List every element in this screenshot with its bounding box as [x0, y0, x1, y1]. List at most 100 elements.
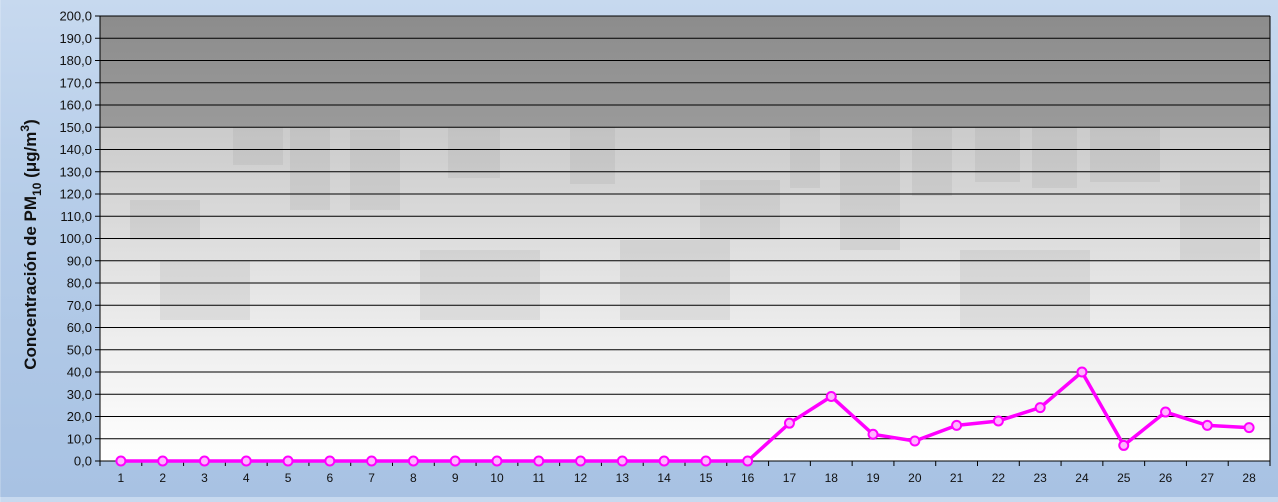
x-tick-label: 10: [490, 471, 504, 485]
x-tick-label: 26: [1159, 471, 1173, 485]
skyline-decoration: [960, 250, 1090, 330]
y-tick-label: 110,0: [60, 209, 92, 224]
y-tick-label: 160,0: [59, 98, 92, 113]
x-tick-label: 1: [118, 471, 125, 485]
y-tick-label: 0,0: [74, 454, 92, 469]
data-point: [240, 455, 252, 467]
skyline-decoration: [350, 130, 400, 210]
x-tick-label: 15: [699, 471, 713, 485]
x-tick-label: 4: [243, 471, 250, 485]
x-tick-label: 21: [950, 471, 964, 485]
data-point: [1076, 366, 1088, 378]
data-point: [1034, 402, 1046, 414]
x-tick-label: 9: [452, 471, 459, 485]
skyline-decoration: [840, 150, 900, 250]
y-tick-label: 70,0: [67, 298, 92, 313]
data-point: [157, 455, 169, 467]
skyline-decoration: [290, 120, 330, 210]
x-tick-label: 18: [825, 471, 839, 485]
data-point: [1243, 422, 1255, 434]
data-point: [700, 455, 712, 467]
y-tick-label: 10,0: [67, 431, 92, 446]
x-tick-label: 23: [1033, 471, 1047, 485]
data-point: [951, 419, 963, 431]
y-tick-label: 170,0: [59, 75, 92, 90]
y-tick-label: 100,0: [59, 231, 92, 246]
skyline-decoration: [620, 240, 730, 320]
threshold-band: [100, 16, 1270, 128]
skyline-decoration: [700, 180, 780, 240]
x-tick-label: 16: [741, 471, 755, 485]
x-tick-label: 22: [992, 471, 1006, 485]
y-axis-title-part: 10: [30, 182, 44, 196]
x-tick-label: 3: [201, 471, 208, 485]
x-tick-label: 7: [368, 471, 375, 485]
x-tick-label: 28: [1242, 471, 1256, 485]
x-tick-label: 5: [285, 471, 292, 485]
x-tick-label: 8: [410, 471, 417, 485]
x-tick-label: 6: [326, 471, 333, 485]
x-tick-label: 19: [866, 471, 880, 485]
x-tick-label: 14: [657, 471, 671, 485]
data-point: [825, 390, 837, 402]
data-point: [867, 428, 879, 440]
y-tick-label: 50,0: [67, 342, 92, 357]
data-point: [1201, 419, 1213, 431]
x-tick-label: 27: [1201, 471, 1215, 485]
data-point: [491, 455, 503, 467]
x-tick-label: 13: [616, 471, 630, 485]
skyline-decoration: [570, 124, 615, 184]
y-tick-label: 80,0: [67, 276, 92, 291]
y-tick-label: 90,0: [67, 253, 92, 268]
x-tick-label: 11: [533, 471, 546, 485]
y-axis-title: Concentración de PM10 (μg/m3): [18, 119, 44, 370]
data-point: [575, 455, 587, 467]
skyline-decoration: [420, 250, 540, 320]
data-point: [658, 455, 670, 467]
y-tick-label: 30,0: [67, 387, 92, 402]
skyline-decoration: [1032, 118, 1077, 188]
data-point: [198, 455, 210, 467]
x-tick-label: 2: [159, 471, 166, 485]
data-point: [909, 435, 921, 447]
x-tick-label: 25: [1117, 471, 1131, 485]
skyline-decoration: [1090, 122, 1160, 182]
data-point: [282, 455, 294, 467]
data-point: [115, 455, 127, 467]
data-point: [783, 417, 795, 429]
skyline-decoration: [130, 200, 200, 240]
data-point: [992, 415, 1004, 427]
data-point: [407, 455, 419, 467]
y-tick-label: 120,0: [59, 187, 92, 202]
y-axis-title-part: Concentración de PM: [21, 196, 40, 370]
data-point: [742, 455, 754, 467]
skyline-decoration: [160, 260, 250, 320]
data-point: [616, 455, 628, 467]
y-axis-title-part: 3: [18, 125, 32, 132]
y-tick-label: 200,0: [59, 9, 92, 24]
data-point: [1160, 406, 1172, 418]
y-tick-label: 150,0: [59, 120, 92, 135]
x-tick-label: 20: [908, 471, 922, 485]
y-tick-label: 20,0: [67, 409, 92, 424]
skyline-decoration: [912, 126, 952, 196]
y-tick-label: 60,0: [67, 320, 92, 335]
x-tick-label: 24: [1075, 471, 1089, 485]
data-point: [324, 455, 336, 467]
y-tick-label: 140,0: [59, 142, 92, 157]
y-tick-label: 180,0: [59, 53, 92, 68]
y-tick-label: 40,0: [67, 365, 92, 380]
y-tick-label: 130,0: [59, 164, 92, 179]
series-line: [119, 370, 1251, 463]
x-tick-label: 17: [783, 471, 797, 485]
skyline-decoration: [1180, 170, 1260, 260]
data-point: [449, 455, 461, 467]
data-point: [1118, 439, 1130, 451]
y-axis-title-part: ): [21, 119, 40, 125]
data-point: [366, 455, 378, 467]
x-tick-label: 12: [574, 471, 588, 485]
data-point: [533, 455, 545, 467]
y-tick-label: 190,0: [59, 31, 92, 46]
